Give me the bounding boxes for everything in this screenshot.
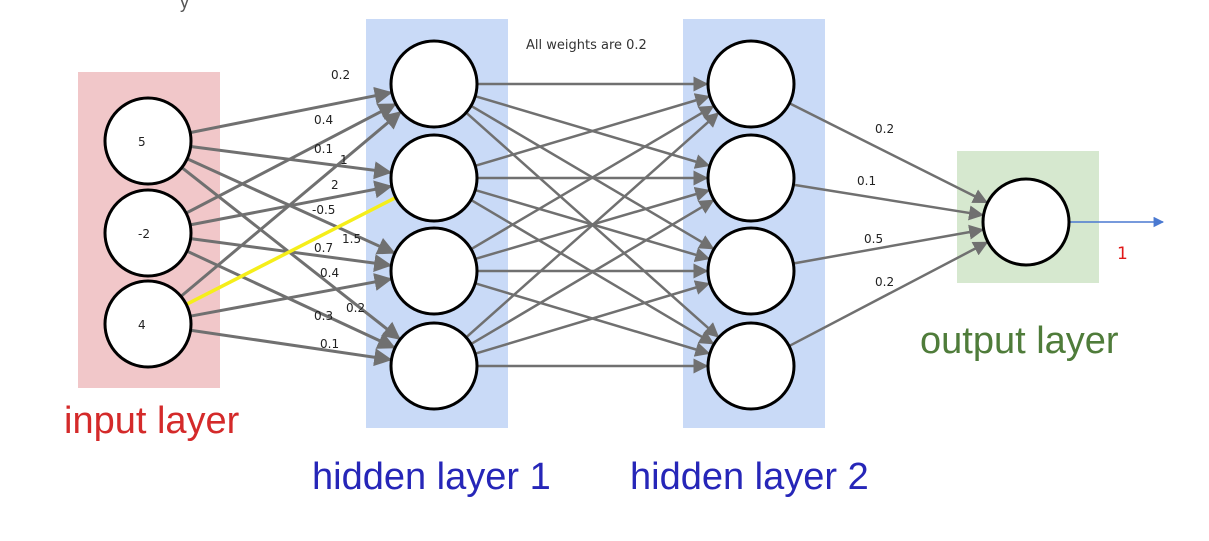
hidden2-neuron-3	[706, 226, 796, 316]
weight-label-input-hidden1-9: 0.4	[320, 266, 339, 280]
weight-label-input-hidden1-11: 0.3	[314, 309, 333, 323]
edge-input-3-h1-4	[190, 328, 393, 367]
edge-input-3-h1-1	[179, 111, 402, 298]
input-neuron-2	[103, 188, 193, 278]
edge-input-2-h1-4	[186, 249, 396, 349]
highlighted-edge	[185, 196, 396, 307]
weight-label-input-hidden1-12: 0.1	[320, 337, 339, 351]
output-layer-label: output layer	[920, 320, 1119, 362]
edge-h1-4-h2-3	[474, 280, 711, 355]
weight-label-input-hidden1-2: 0.4	[314, 113, 333, 127]
weight-label-input-hidden1-10: 0.2	[346, 301, 365, 315]
edge-input-2-h1-1	[185, 102, 397, 215]
neurons-group: 5 -2 4	[103, 39, 1071, 411]
input-neuron-3	[103, 279, 193, 369]
weight-label-input-hidden1-8: 0.7	[314, 241, 333, 255]
hidden2-neuron-1	[706, 39, 796, 129]
weights-note: All weights are 0.2	[526, 38, 647, 53]
edge-h2-3-output	[793, 224, 985, 265]
edge-input-1-h1-1	[189, 86, 393, 135]
hidden1-neuron-2	[389, 133, 479, 223]
input-neuron-1	[103, 96, 193, 186]
top-cropped-text: y	[180, 0, 189, 12]
weight-label-hidden2-output-4: 0.2	[875, 275, 894, 289]
hidden-layer-1-label: hidden layer 1	[312, 456, 551, 498]
output-value: 1	[1117, 244, 1128, 264]
weight-label-hidden2-output-3: 0.5	[864, 232, 883, 246]
weight-label-input-hidden1-6: -0.5	[312, 203, 335, 217]
input-value-1: 5	[138, 135, 146, 149]
edge-input-3-h1-3	[190, 273, 393, 318]
edge-h1-2-h2-1	[474, 93, 711, 167]
edge-h1-4-h2-2	[470, 199, 715, 346]
input-value-3: 4	[138, 318, 146, 332]
output-neuron	[981, 177, 1071, 267]
edge-h1-3-h2-1	[470, 105, 715, 251]
hidden-layer-2-label: hidden layer 2	[630, 456, 869, 498]
hidden2-neuron-4	[706, 321, 796, 411]
weight-label-hidden2-output-1: 0.2	[875, 122, 894, 136]
weight-label-input-hidden1-4: 1	[340, 153, 348, 167]
weight-label-hidden2-output-2: 0.1	[857, 174, 876, 188]
edge-h2-2-output	[793, 183, 985, 221]
edge-h2-4-output	[788, 241, 989, 348]
edge-h1-4-h2-1	[465, 112, 720, 339]
connections-group	[179, 76, 1165, 374]
weight-labels-group: 0.2 0.4 0.1 12 -0.5 1.5 0.7 0.4 0.2 0.3 0.1 0.2 0.1 0…	[312, 68, 894, 351]
weight-label-input-hidden1-5: 2	[331, 178, 339, 192]
edge-h2-1-output	[788, 102, 989, 204]
hidden1-neuron-3	[389, 226, 479, 316]
weight-label-input-hidden1-3: 0.1	[314, 142, 333, 156]
weight-label-input-hidden1-7: 1.5	[342, 232, 361, 246]
weight-label-input-hidden1-1: 0.2	[331, 68, 350, 82]
hidden1-neuron-4	[389, 321, 479, 411]
hidden2-neuron-2	[706, 133, 796, 223]
input-value-2: -2	[138, 227, 150, 241]
input-layer-label: input layer	[64, 400, 240, 442]
hidden1-neuron-1	[389, 39, 479, 129]
